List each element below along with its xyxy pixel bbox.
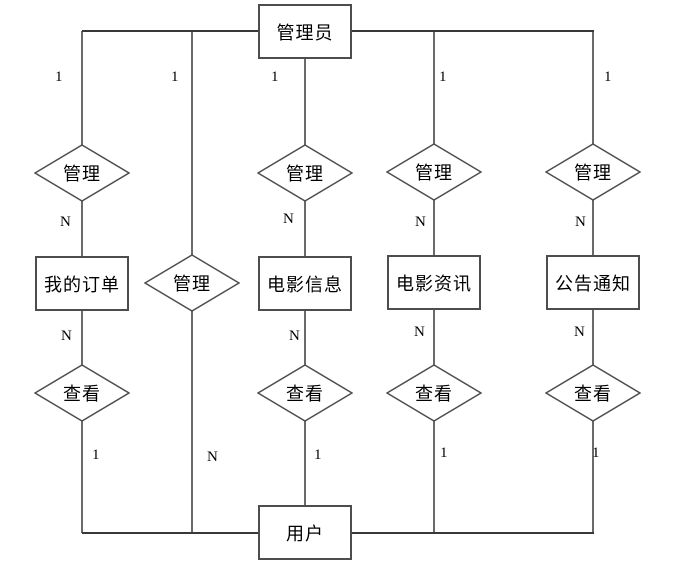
relation-view-my-orders: 查看 bbox=[34, 364, 130, 422]
relation-view-label: 查看 bbox=[286, 384, 324, 404]
cardinality-manage-announcements-n: N bbox=[575, 214, 586, 230]
entity-user: 用户 bbox=[258, 505, 352, 560]
entity-my-orders-label: 我的订单 bbox=[44, 274, 120, 295]
cardinality-view-orders-user-1: 1 bbox=[92, 447, 100, 463]
relation-manage-movie-info: 管理 bbox=[257, 144, 353, 202]
entity-my-orders: 我的订单 bbox=[35, 256, 129, 311]
diamond-shape bbox=[386, 143, 482, 201]
cardinality-announcements-view-n: N bbox=[574, 324, 585, 340]
entity-admin: 管理员 bbox=[258, 4, 352, 59]
cardinality-manage-movie-info-n: N bbox=[283, 211, 294, 227]
cardinality-movie-news-view-n: N bbox=[414, 324, 425, 340]
relation-view-label: 查看 bbox=[574, 384, 612, 404]
relation-manage-announcements: 管理 bbox=[545, 143, 641, 201]
diamond-shape bbox=[34, 144, 130, 202]
entity-movie-info-label: 电影信息 bbox=[267, 274, 343, 295]
diamond-shape bbox=[34, 364, 130, 422]
entity-movie-info: 电影信息 bbox=[258, 256, 352, 311]
cardinality-movie-info-view-n: N bbox=[289, 328, 300, 344]
diamond-shape bbox=[545, 143, 641, 201]
relation-manage-label: 管理 bbox=[63, 164, 101, 184]
cardinality-manage-users-n: N bbox=[207, 449, 218, 465]
entity-movie-news: 电影资讯 bbox=[387, 255, 481, 310]
cardinality-admin-manage-announcements: 1 bbox=[604, 69, 612, 85]
cardinality-view-movie-info-user-1: 1 bbox=[314, 447, 322, 463]
entity-announcements-label: 公告通知 bbox=[555, 273, 631, 294]
cardinality-manage-orders-n: N bbox=[60, 214, 71, 230]
cardinality-admin-manage-movie-news: 1 bbox=[439, 69, 447, 85]
entity-announcements: 公告通知 bbox=[546, 255, 640, 310]
relation-manage-movie-news: 管理 bbox=[386, 143, 482, 201]
relation-view-movie-info: 查看 bbox=[257, 364, 353, 422]
relation-view-label: 查看 bbox=[415, 384, 453, 404]
cardinality-admin-manage-orders: 1 bbox=[55, 69, 63, 85]
relation-manage-label: 管理 bbox=[173, 274, 211, 294]
relation-manage-label: 管理 bbox=[574, 163, 612, 183]
cardinality-view-announcements-user-1: 1 bbox=[592, 445, 600, 461]
relation-manage-users: 管理 bbox=[144, 254, 240, 312]
entity-admin-label: 管理员 bbox=[276, 22, 334, 43]
relation-view-announcements: 查看 bbox=[545, 364, 641, 422]
diamond-shape bbox=[257, 144, 353, 202]
diamond-shape bbox=[386, 364, 482, 422]
cardinality-orders-view-n: N bbox=[61, 328, 72, 344]
relation-manage-label: 管理 bbox=[286, 164, 324, 184]
entity-user-label: 用户 bbox=[286, 523, 324, 544]
entity-movie-news-label: 电影资讯 bbox=[396, 273, 472, 294]
diamond-shape bbox=[257, 364, 353, 422]
relation-view-label: 查看 bbox=[63, 384, 101, 404]
cardinality-admin-manage-users: 1 bbox=[171, 69, 179, 85]
cardinality-manage-movie-news-n: N bbox=[415, 214, 426, 230]
relation-manage-my-orders: 管理 bbox=[34, 144, 130, 202]
diamond-shape bbox=[545, 364, 641, 422]
diamond-shape bbox=[144, 254, 240, 312]
cardinality-view-movie-news-user-1: 1 bbox=[440, 445, 448, 461]
relation-manage-label: 管理 bbox=[415, 163, 453, 183]
relation-view-movie-news: 查看 bbox=[386, 364, 482, 422]
cardinality-admin-manage-movie-info: 1 bbox=[271, 69, 279, 85]
